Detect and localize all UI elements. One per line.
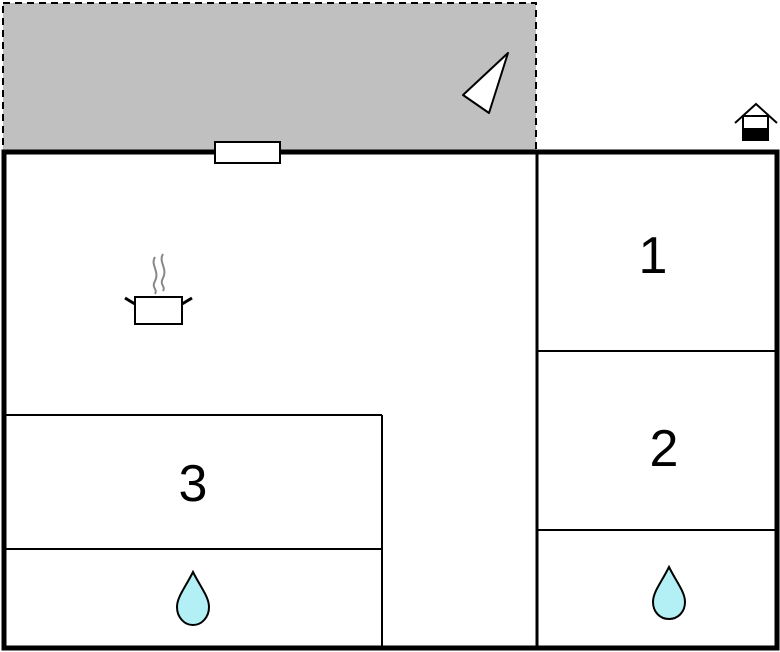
north-arrow-icon bbox=[462, 52, 509, 114]
water-drop-icon bbox=[651, 564, 687, 621]
terrace-area bbox=[2, 2, 537, 154]
room-label-3: 3 bbox=[179, 455, 208, 513]
cooking-pot-icon bbox=[124, 253, 193, 325]
room-label-2: 2 bbox=[650, 420, 679, 478]
outer-wall bbox=[1, 149, 780, 651]
water-drop-icon bbox=[175, 569, 211, 627]
window-icon bbox=[214, 141, 281, 164]
house-entrance-icon bbox=[734, 102, 778, 141]
room-label-1: 1 bbox=[639, 227, 668, 285]
